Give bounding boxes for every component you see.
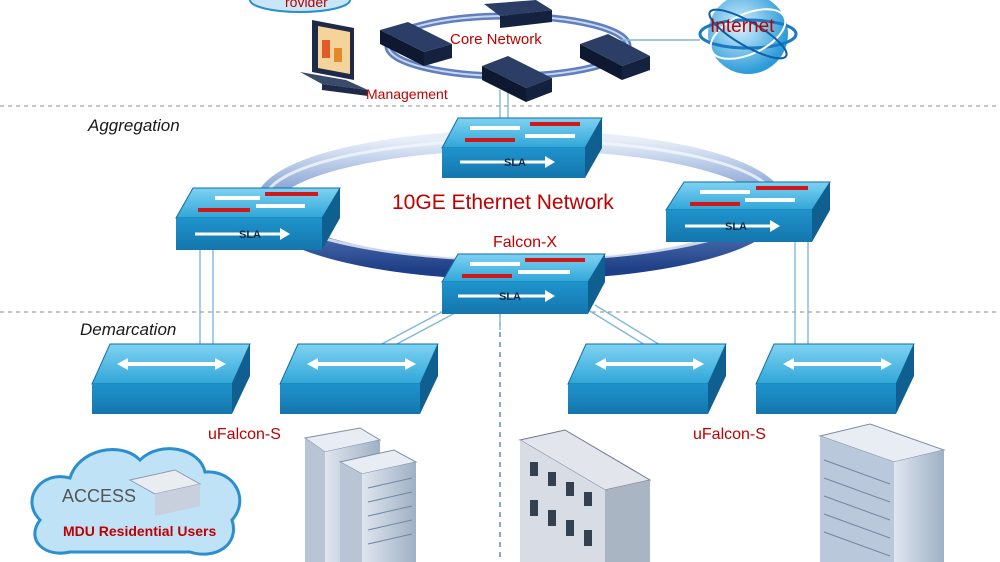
core-switch-top [484,0,552,28]
core-switch-bottom [482,56,552,102]
building-icon-1 [303,427,418,562]
provider-cloud-icon [249,0,351,13]
ufalcon-left-label: uFalcon-S [208,426,281,443]
internet-label: Internet [710,16,775,37]
sla-switch-right [665,181,831,242]
sla-badge-3: SLA [725,221,747,233]
switch-icon-1 [91,343,251,414]
ring-network-label: 10GE Ethernet Network [392,191,614,214]
switch-icon-3 [567,343,727,414]
provider-label: rovider [285,0,328,10]
demarcation-label: Demarcation [80,320,177,339]
core-switch-right [580,34,650,80]
core-network-label: Core Network [450,31,542,48]
sla-badge-2: SLA [239,229,261,241]
globe-icon [698,0,798,74]
core-switch-left [380,22,452,66]
sla-switch-center-top [441,117,603,178]
access-label: ACCESS [62,486,137,506]
switch-icon-4 [755,343,915,414]
management-label: Management [366,86,448,102]
sla-badge-4: SLA [499,291,521,303]
computer-icon [300,20,368,96]
sla-switch-falcon-x [441,253,606,314]
sla-badge-1: SLA [504,157,526,169]
building-icon-3 [818,423,946,562]
mdu-users-label: MDU Residential Users [63,523,217,539]
falcon-x-label: Falcon-X [493,234,558,251]
cloud-icon [30,447,242,556]
aggregation-label: Aggregation [88,116,180,135]
ufalcon-right-label: uFalcon-S [693,426,766,443]
sla-switch-left [175,187,341,250]
switch-icon-2 [279,343,439,414]
building-icon-2 [518,429,652,562]
